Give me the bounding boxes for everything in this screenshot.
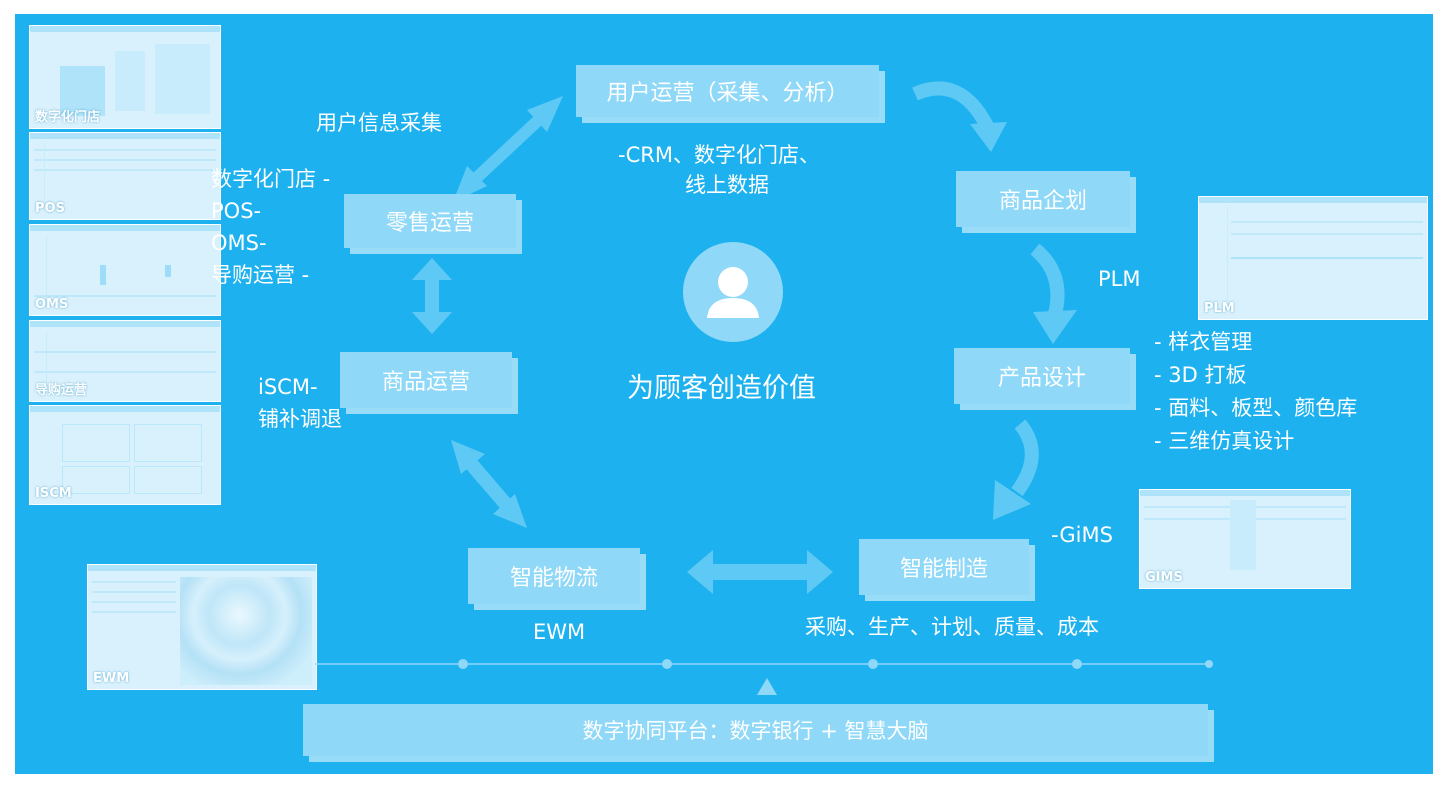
label-retail-line: 数字化门店 - xyxy=(211,167,331,191)
thumbnail-oms: OMS xyxy=(29,224,221,316)
thumbnail-title: POS xyxy=(35,201,65,216)
box-smart-manufacturing: 智能制造 xyxy=(859,539,1029,595)
double-arrow-icon xyxy=(687,550,833,594)
thumbnail-digital-store: 数字化门店 xyxy=(29,25,221,129)
label-crm-line2: 线上数据 xyxy=(685,173,769,197)
double-arrow-icon xyxy=(453,96,563,202)
box-product-design: 产品设计 xyxy=(954,348,1130,404)
thumbnail-header-bar xyxy=(30,406,220,412)
thumbnail-ewm: EWM xyxy=(87,564,317,690)
thumbnail-title: 导购运营 xyxy=(35,383,88,398)
thumbnail-iscm: ISCM xyxy=(29,405,221,505)
box-platform: 数字协同平台：数字银行 + 智慧大脑 xyxy=(303,704,1208,756)
label-design-line: - 样衣管理 xyxy=(1154,330,1253,354)
arrows-layer xyxy=(315,81,1213,695)
timeline-node xyxy=(1205,660,1213,668)
thumbnail-title: OMS xyxy=(35,297,69,312)
thumbnail-header-bar xyxy=(30,133,220,139)
label-retail-line: OMS- xyxy=(211,231,267,255)
thumbnail-header-bar xyxy=(1199,197,1427,203)
box-retail-ops: 零售运营 xyxy=(344,194,516,248)
thumbnail-header-bar xyxy=(88,565,316,571)
thumbnail-title: GIMS xyxy=(1145,570,1183,585)
double-arrow-icon xyxy=(412,258,452,334)
thumbnail-title: EWM xyxy=(93,671,130,686)
thumbnail-title: PLM xyxy=(1204,301,1235,316)
thumbnail-title: 数字化门店 xyxy=(35,110,101,125)
thumbnail-header-bar xyxy=(30,225,220,231)
box-user-ops: 用户运营（采集、分析） xyxy=(576,65,879,117)
label-gims: -GiMS xyxy=(1051,523,1113,547)
thumbnail-gims: GIMS xyxy=(1139,489,1351,589)
box-merch-ops: 商品运营 xyxy=(340,352,512,408)
thumbnail-header-bar xyxy=(30,321,220,327)
timeline-node xyxy=(458,659,468,669)
label-iscm-line1: iSCM- xyxy=(258,375,318,399)
timeline-node xyxy=(868,659,878,669)
label-plm: PLM xyxy=(1098,267,1141,291)
label-ewm: EWM xyxy=(533,620,586,644)
up-triangle-icon xyxy=(757,678,777,695)
double-arrow-icon xyxy=(451,440,527,528)
curved-arrow-icon xyxy=(912,81,1007,152)
label-iscm-line2: 铺补调退 xyxy=(258,407,342,431)
thumbnail-pos: POS xyxy=(29,132,221,220)
curved-arrow-icon xyxy=(1030,243,1077,344)
box-product-planning: 商品企划 xyxy=(956,171,1130,227)
center-title: 为顾客创造价值 xyxy=(627,373,816,404)
box-smart-logistics: 智能物流 xyxy=(468,548,640,604)
label-crm-line1: -CRM、数字化门店、 xyxy=(618,143,820,167)
timeline-node xyxy=(1072,659,1082,669)
label-retail-line: POS- xyxy=(211,199,262,223)
label-design-line: - 面料、板型、颜色库 xyxy=(1154,396,1358,420)
curved-arrow-icon xyxy=(993,419,1039,520)
label-design-line: - 三维仿真设计 xyxy=(1154,429,1295,453)
label-manufacturing-line: 采购、生产、计划、质量、成本 xyxy=(805,615,1099,639)
label-design-line: - 3D 打板 xyxy=(1154,363,1247,387)
thumbnail-plm: PLM xyxy=(1198,196,1428,320)
thumbnail-header-bar xyxy=(1140,490,1350,496)
diagram-canvas: 数字化门店 POS OMS 导购运营 ISCM PLM xyxy=(15,14,1433,774)
timeline-node xyxy=(662,659,672,669)
user-icon xyxy=(683,242,783,342)
label-user-info: 用户信息采集 xyxy=(316,111,442,135)
thumbnail-guide: 导购运营 xyxy=(29,320,221,402)
thumbnail-header-bar xyxy=(30,26,220,32)
label-retail-line: 导购运营 - xyxy=(211,263,310,287)
thumbnail-title: ISCM xyxy=(35,486,72,501)
